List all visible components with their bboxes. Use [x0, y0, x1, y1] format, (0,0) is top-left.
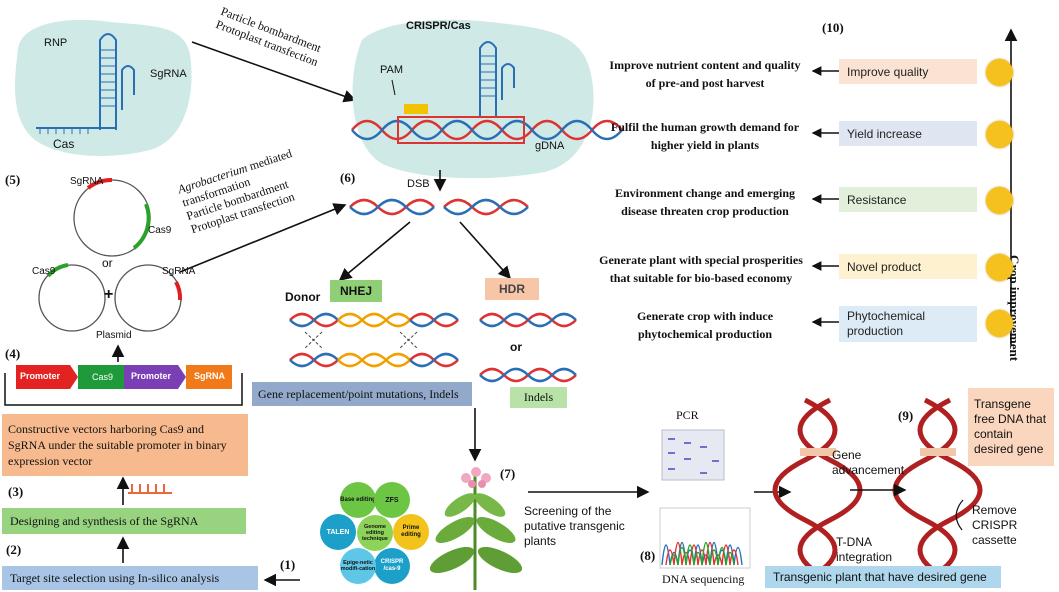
step-10: (10) [822, 20, 844, 35]
gdna-helix [351, 116, 623, 144]
chromatogram-peaks [661, 541, 743, 566]
transgene-free-box: Transgene free DNA that contain desired … [968, 388, 1054, 466]
plasmid-sgrna-right: SgRNA [162, 266, 196, 277]
pcr-label: PCR [676, 408, 699, 422]
category-improve-quality: Improve quality [839, 59, 977, 84]
nhej-helices [289, 312, 459, 368]
sgrna-gene-label: SgRNA [194, 371, 225, 381]
arrow-to-hdr [459, 221, 512, 280]
hdr-badge: HDR [485, 278, 539, 300]
remove-cassette-bracket [955, 499, 964, 531]
arrow-to-nhej [338, 221, 411, 282]
plasmid-cas9-left: Cas9 [32, 266, 56, 277]
benefit-2: Fulfil the human growth demand for highe… [610, 120, 800, 152]
step-2: (2) [6, 542, 22, 557]
tech-crispr: CRISPR /cas-9 [374, 548, 410, 584]
pcr-gel [661, 429, 725, 481]
crispr-sgrna [391, 41, 515, 118]
transgenic-plant-box: Transgenic plant that have desired gene [765, 566, 1001, 588]
benefit-4: Generate plant with special prosperities… [599, 253, 803, 285]
tech-base-editing: Base editing [340, 482, 376, 518]
rnp-sgrna [36, 33, 135, 134]
category-yield-increase: Yield increase [839, 121, 977, 146]
step-3: (3) [8, 484, 24, 499]
arrow-rnp-to-crispr [191, 41, 357, 103]
step-6: (6) [340, 170, 356, 185]
benefit-1: Improve nutrient content and quality of … [609, 58, 801, 90]
cas9-shape [78, 365, 124, 389]
gear-icon [986, 254, 1013, 281]
tech-center: Genome editing technique [357, 515, 393, 551]
pam-site [404, 104, 428, 114]
rnp-blob [15, 19, 192, 156]
construct-frame [4, 373, 243, 406]
gdna-label: gDNA [535, 140, 565, 152]
gear-icon [986, 310, 1013, 337]
crispr-title: CRISPR/Cas [406, 20, 471, 32]
dsb-helix [349, 198, 529, 216]
step-5: (5) [5, 172, 21, 187]
sequencing-label: DNA sequencing [662, 572, 745, 586]
crispr-blob [352, 19, 594, 179]
cas9-gene-label: Cas9 [92, 372, 114, 382]
indels-box: Indels [510, 387, 567, 408]
gear-icon [986, 187, 1013, 214]
plasmid-plus: + [104, 286, 114, 303]
design-box: Designing and synthesis of the SgRNA [2, 508, 246, 534]
screening-label: Screening of the putative transgenic pla… [524, 504, 625, 548]
promoter1-label: Promoter [20, 371, 61, 381]
step-7: (7) [500, 466, 516, 481]
hdr-or: or [510, 340, 522, 354]
plasmid-or: or [102, 256, 113, 270]
gear-icon [986, 121, 1013, 148]
tobacco-plant [429, 467, 523, 590]
tdna-label: T-DNA integration [836, 535, 893, 564]
category-resistance: Resistance [839, 187, 977, 212]
construct-description: Constructive vectors harboring Cas9 and … [2, 414, 248, 476]
sgrna-shape [186, 365, 232, 389]
tech-talen: TALEN [320, 514, 356, 550]
target-box: Target site selection using In-silico an… [2, 566, 258, 590]
plasmid-circles [38, 177, 183, 332]
donor-label: Donor [285, 290, 321, 304]
promoter2-label: Promoter [131, 371, 172, 381]
plasmid-sgrna-label: SgRNA [70, 176, 104, 187]
step-9: (9) [898, 408, 914, 423]
category-novel-product: Novel product [839, 254, 977, 279]
dsb-label: DSB [407, 178, 430, 190]
rnp-label: RNP [44, 37, 68, 49]
tech-zfs: ZFS [374, 482, 410, 518]
promoter2-shape [124, 365, 186, 389]
step-4: (4) [5, 346, 21, 361]
sgrna-label: SgRNA [150, 68, 187, 80]
gene-advancement-label: Gene advancement [832, 448, 905, 477]
benefit-5: Generate crop with induce phytochemical … [636, 309, 774, 341]
category-phytochemical: Phytochemical production [839, 306, 977, 342]
pcr-bands [668, 438, 719, 474]
promoter1-shape [16, 365, 78, 389]
gene-replacement-box: Gene replacement/point mutations, Indels [252, 382, 472, 406]
sgrna-comb [128, 484, 172, 494]
gear-icon [986, 59, 1013, 86]
nhej-badge: NHEJ [330, 280, 382, 302]
benefit-3: Environment change and emerging disease … [614, 186, 796, 218]
pam-label: PAM [380, 64, 404, 76]
arrow-plasmid-to-dsb [179, 203, 347, 273]
step-8: (8) [640, 548, 656, 563]
plasmid-cas9-label: Cas9 [148, 225, 172, 236]
tech-prime-editing: Prime editing [393, 514, 429, 550]
tech-epigenetic: Epige-netic modifi-cation [340, 548, 376, 584]
plasmid-label: Plasmid [96, 330, 132, 341]
remove-cassette-label: Remove CRISPR cassette [972, 503, 1018, 547]
cas-label: Cas [53, 137, 75, 151]
hdr-helices [479, 312, 577, 383]
step-1: (1) [280, 557, 296, 572]
